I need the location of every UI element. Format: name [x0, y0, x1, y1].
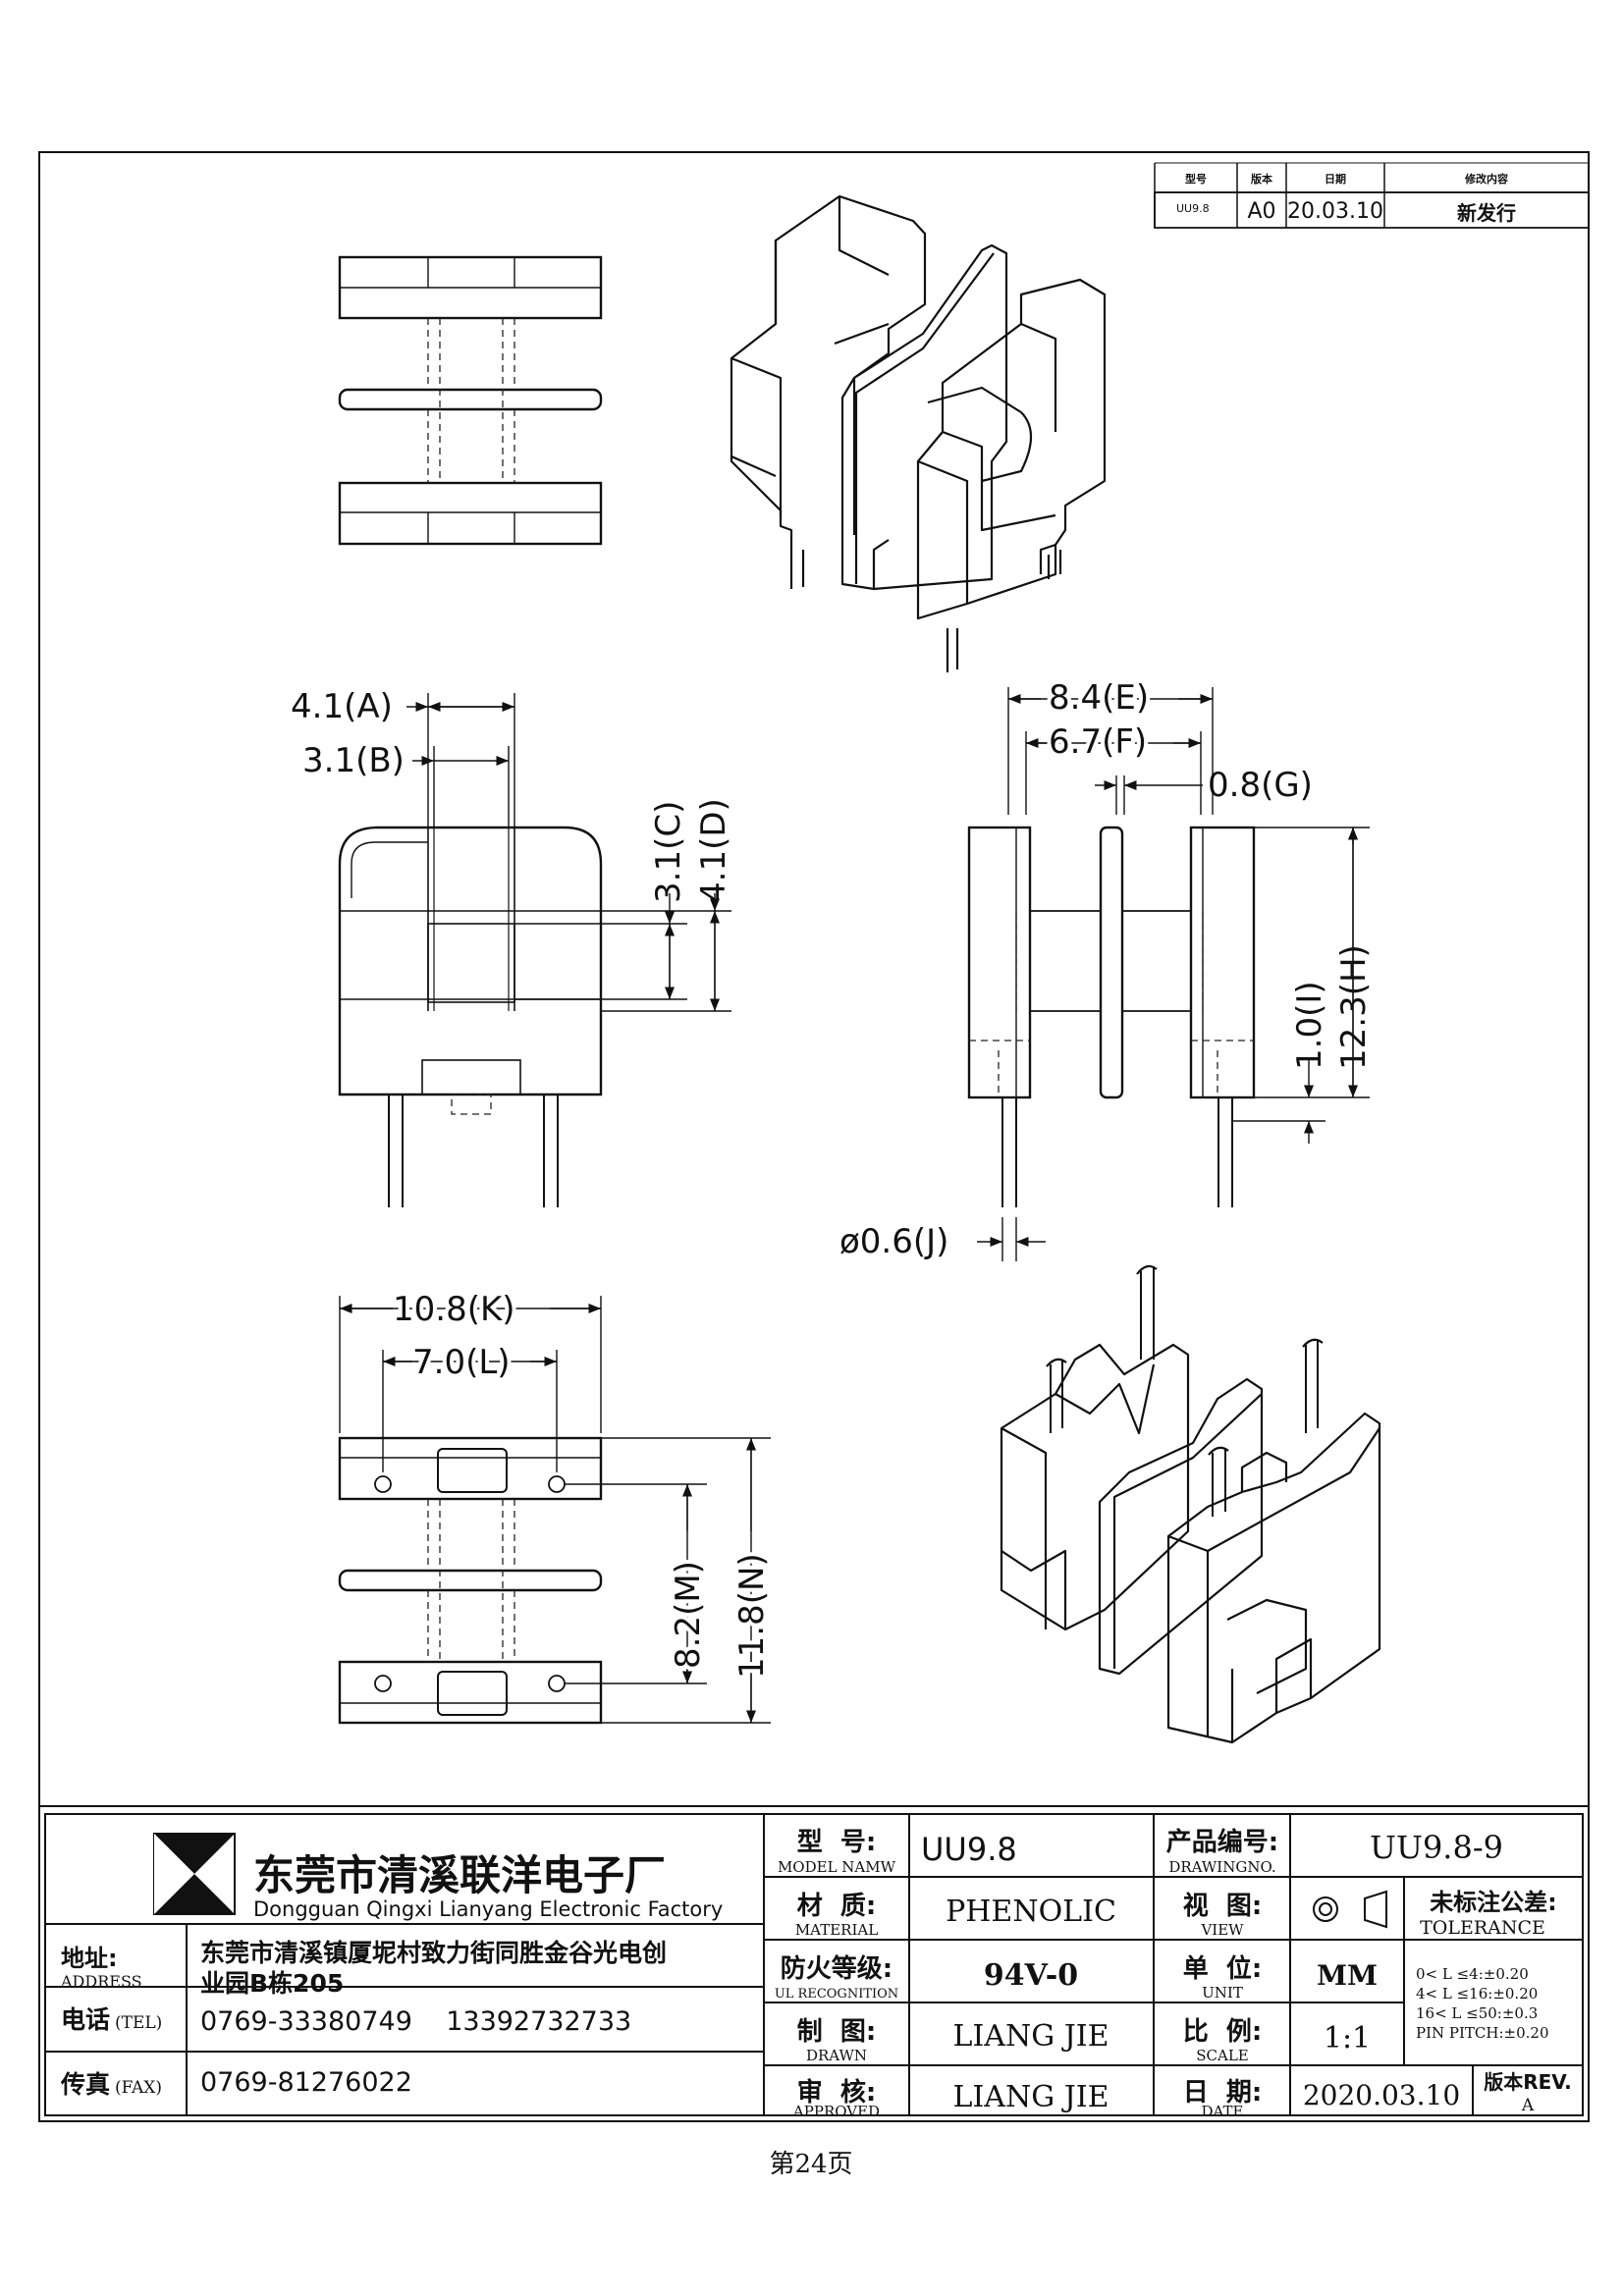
tolerance-title: 未标注公差: [1430, 1889, 1557, 1916]
tel-label-en: (TEL) [115, 2013, 162, 2033]
dim-label-K: 10.8(K) [393, 1290, 515, 1329]
dim-label-B: 3.1(B) [302, 741, 405, 780]
approved-label: 审 核: [797, 2077, 877, 2108]
rev-header-model: 型号 [1185, 172, 1207, 186]
approved-label-en: APPROVED [792, 2103, 880, 2120]
revision-value: A [1521, 2096, 1535, 2115]
date-label: 日 期: [1183, 2078, 1263, 2108]
revision-table: 型号 版本 日期 修改内容 UU9.8 A0 20.03.10 新发行 [1154, 162, 1590, 229]
rev-cell-content: 新发行 [1457, 201, 1516, 225]
dimension-E-F-G [1007, 687, 1214, 815]
dimension-J [977, 1217, 1046, 1261]
scale-value: 1:1 [1324, 2021, 1371, 2056]
dim-label-E: 8.4(E) [1049, 678, 1149, 718]
fire-rating-value: 94V-0 [984, 1958, 1078, 1993]
top-view [338, 255, 603, 546]
address-line-1: 东莞市清溪镇厦坭村致力街同胜金谷光电创 [200, 1939, 667, 1967]
tolerance-line-2: 4< L ≤16:±0.20 [1416, 1985, 1538, 2002]
model-value: UU9.8 [921, 1831, 1017, 1868]
tolerance-line-4: PIN PITCH:±0.20 [1416, 2024, 1549, 2042]
dimension-K-L [339, 1296, 602, 1472]
scale-label-en: SCALE [1196, 2047, 1249, 2064]
fire-rating-label-en: UL RECOGNITION [775, 1987, 898, 2002]
dimension-H-I [1232, 827, 1370, 1144]
dimension-A-B [406, 693, 515, 828]
unit-value: MM [1317, 1959, 1378, 1992]
dim-label-N: 11.8(N) [732, 1553, 772, 1679]
fax-label: 传真 [60, 2070, 110, 2099]
dim-label-I: 1.0(I) [1290, 981, 1329, 1070]
model-label: 型 号: [797, 1828, 877, 1857]
unit-label: 单 位: [1183, 1953, 1263, 1984]
drawn-label-en: DRAWN [806, 2047, 867, 2064]
rev-cell-version: A0 [1247, 199, 1275, 224]
scale-label: 比 例: [1183, 2017, 1263, 2047]
dim-label-H: 12.3(H) [1334, 944, 1374, 1070]
title-block-frame [38, 1805, 1590, 2122]
date-label-en: DATE [1202, 2103, 1244, 2120]
side-view [967, 826, 1256, 1207]
dim-label-D: 4.1(D) [694, 798, 733, 903]
rev-header-content: 修改内容 [1464, 172, 1508, 186]
drawing-no-label-en: DRAWINGNO. [1168, 1858, 1275, 1876]
front-view [338, 826, 603, 1207]
unit-label-en: UNIT [1202, 1984, 1243, 2002]
tel-label: 电话 [61, 2005, 110, 2034]
rev-header-date: 日期 [1325, 172, 1346, 186]
model-label-en: MODEL NAMW [778, 1858, 896, 1876]
drawing-no-value: UU9.8-9 [1370, 1829, 1503, 1866]
company-name-en: Dongguan Qingxi Lianyang Electronic Fact… [253, 1897, 723, 1921]
projection-symbol-icon [1313, 1890, 1387, 1929]
page-number: 第24页 [769, 2150, 852, 2179]
view-label: 视 图: [1183, 1892, 1263, 1921]
address-line-2: 业园B栋205 [200, 1969, 344, 1998]
fax-value: 0769-81276022 [200, 2067, 412, 2098]
bottom-view [338, 1436, 603, 1725]
isometric-view-bottom [1000, 1264, 1381, 1744]
tolerance-line-3: 16< L ≤50:±0.3 [1416, 2004, 1538, 2022]
address-label: 地址: [61, 1945, 118, 1972]
company-name-cn: 东莞市清溪联洋电子厂 [253, 1851, 666, 1899]
dim-label-C: 3.1(C) [649, 801, 688, 903]
rev-cell-date: 20.03.10 [1287, 199, 1383, 224]
fax-label-en: (FAX) [115, 2078, 162, 2098]
dim-label-L: 7.0(L) [412, 1343, 511, 1382]
material-label-en: MATERIAL [795, 1921, 878, 1939]
tel-value: 0769-33380749 13392732733 [200, 2006, 631, 2037]
address-label-en: ADDRESS [60, 1972, 142, 1991]
drawn-label: 制 图: [797, 2017, 877, 2047]
company-logo [153, 1833, 236, 1915]
dimension-C-D [514, 893, 731, 1012]
material-value: PHENOLIC [946, 1895, 1116, 1929]
drawing-border [38, 151, 1590, 2122]
isometric-view-top [730, 194, 1107, 672]
material-label: 材 质: [797, 1892, 877, 1921]
fire-rating-label: 防火等级: [781, 1953, 893, 1984]
tolerance-line-1: 0< L ≤4:±0.20 [1416, 1965, 1529, 1983]
dimension-M-N [565, 1437, 771, 1724]
revision-label: 版本REV. [1484, 2070, 1572, 2094]
tolerance-en: TOLERANCE [1420, 1917, 1545, 1939]
dim-label-A: 4.1(A) [291, 687, 393, 726]
approved-value: LIANG JIE [953, 2080, 1109, 2114]
dim-label-M: 8.2(M) [669, 1561, 708, 1669]
dim-label-F: 6.7(F) [1049, 722, 1147, 762]
dim-label-J: ø0.6(J) [839, 1222, 948, 1261]
rev-cell-model: UU9.8 [1176, 202, 1210, 215]
drawn-value: LIANG JIE [953, 2019, 1109, 2054]
rev-header-version: 版本 [1251, 172, 1272, 186]
dim-label-G: 0.8(G) [1208, 766, 1313, 805]
date-value: 2020.03.10 [1303, 2079, 1460, 2111]
drawing-no-label: 产品编号: [1166, 1827, 1278, 1857]
view-label-en: VIEW [1200, 1921, 1244, 1939]
